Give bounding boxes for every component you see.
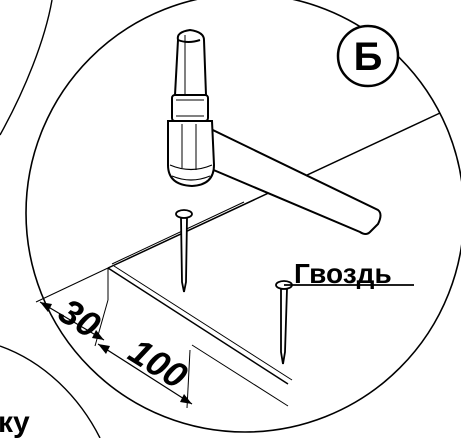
nail-label: Гвоздь	[294, 258, 392, 289]
panel-circle	[25, 0, 461, 433]
panel-letter-badge	[336, 24, 400, 88]
cutoff-text: ку	[0, 406, 30, 438]
nail-icon-labelled	[275, 280, 293, 365]
dimension-100	[94, 299, 289, 409]
adjacent-panel-circle-top	[0, 0, 53, 136]
dimension-30	[35, 267, 109, 341]
nail-icon	[175, 209, 193, 293]
adjacent-panel-circle-bottom	[0, 345, 101, 438]
dimension-100-label: 100	[122, 330, 195, 397]
panel-letter: Б	[354, 35, 383, 79]
hammer-icon	[167, 28, 382, 235]
adjacent-panel-circle-top-inner	[28, 0, 52, 70]
